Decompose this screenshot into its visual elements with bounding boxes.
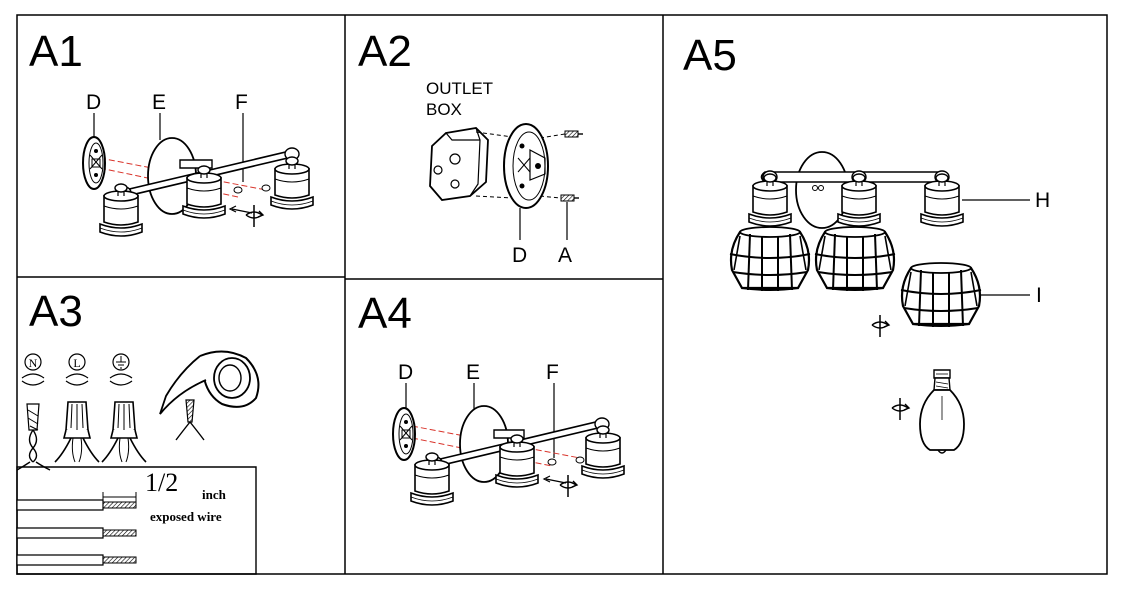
- a4-fixture-drawing: [392, 406, 625, 506]
- a1-fixture-drawing: [82, 136, 314, 237]
- twisted-wire: [17, 404, 50, 470]
- panel-a4-title: A4: [358, 289, 412, 338]
- label-f: F: [546, 361, 559, 384]
- outlet-box-label: OUTLET: [426, 79, 493, 98]
- panel-a2-title: A2: [358, 27, 412, 76]
- wire-nut-icon: [54, 401, 100, 463]
- label-f: F: [235, 91, 248, 114]
- wire-nut-icon: [101, 401, 147, 463]
- neutral-symbol-label: N: [29, 356, 38, 370]
- panel-a2: A2 OUTLET BOX: [358, 27, 583, 267]
- wire-strip-guide: 1/2 inch exposed wire: [17, 467, 256, 574]
- label-d: D: [86, 91, 101, 114]
- rotate-icon: [891, 397, 910, 421]
- label-e: E: [466, 361, 480, 384]
- neutral-symbol: N: [22, 354, 44, 385]
- label-d: D: [512, 244, 527, 267]
- panel-a1: A1 D E F: [29, 27, 314, 237]
- panel-a3: A3 N L: [17, 287, 258, 574]
- strip-unit: inch: [202, 487, 227, 502]
- rotate-icon: [559, 474, 578, 498]
- panel-a3-title: A3: [29, 287, 83, 336]
- panel-a5: A5 H I: [683, 31, 1050, 453]
- label-d: D: [398, 361, 413, 384]
- a5-fixture-drawing: [728, 152, 983, 338]
- live-symbol-label: L: [73, 356, 80, 370]
- ground-symbol-icon: [110, 354, 132, 385]
- a2-outlet-drawing: [430, 124, 583, 208]
- label-e: E: [152, 91, 166, 114]
- rotate-icon: [245, 204, 264, 228]
- label-a: A: [558, 244, 572, 267]
- light-bulb-icon: [891, 370, 964, 453]
- label-h: H: [1035, 189, 1050, 212]
- live-symbol: L: [66, 354, 88, 385]
- rotate-icon: [871, 314, 890, 338]
- label-i: I: [1036, 284, 1042, 307]
- panel-a4: A4 D E F: [358, 289, 625, 506]
- outlet-box-label-2: BOX: [426, 100, 462, 119]
- strip-caption: exposed wire: [150, 509, 222, 524]
- strip-fraction: 1/2: [145, 468, 178, 497]
- panel-a1-title: A1: [29, 27, 83, 76]
- electrical-tape-icon: [160, 351, 258, 440]
- panel-a5-title: A5: [683, 31, 737, 80]
- panel-grid: [17, 15, 1107, 574]
